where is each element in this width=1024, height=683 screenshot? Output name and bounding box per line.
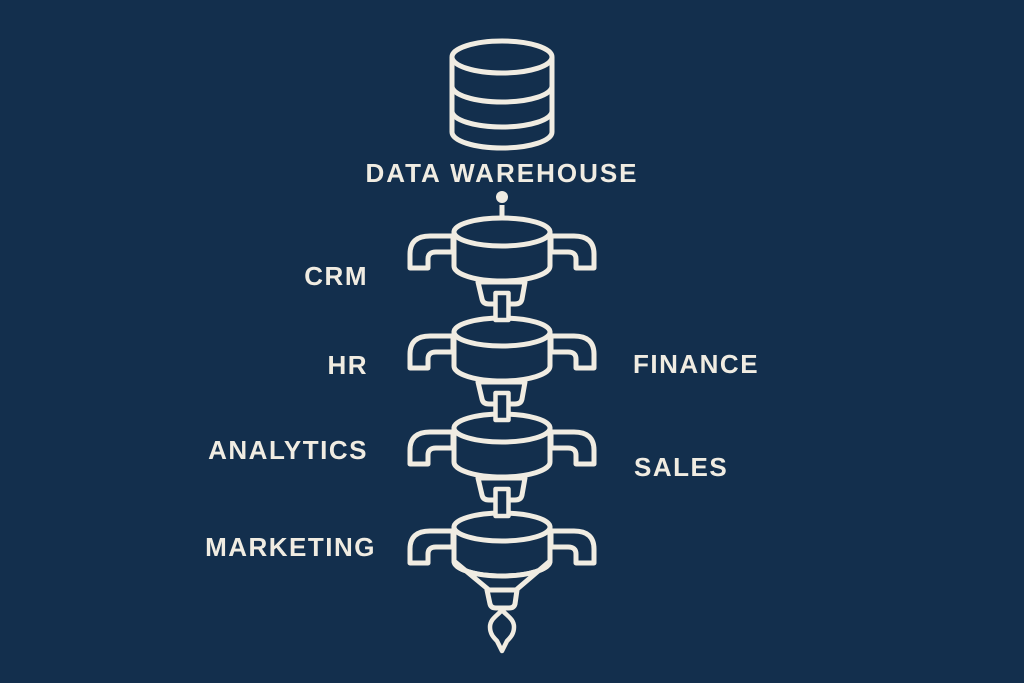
grinder-icon-crm — [410, 218, 594, 281]
outlet-icon-3 — [478, 478, 525, 516]
label-analytics: ANALYTICS — [208, 435, 368, 465]
grinder-icon-marketing — [410, 513, 594, 611]
label-marketing: MARKETING — [205, 532, 376, 562]
warehouse-label: DATA WAREHOUSE — [365, 158, 639, 188]
outlet-icon-1 — [478, 282, 525, 320]
label-hr: HR — [327, 350, 368, 380]
label-sales: SALES — [634, 452, 729, 482]
database-icon — [449, 38, 555, 151]
grinder-icon-hr-finance — [410, 318, 594, 381]
drop-icon — [487, 607, 517, 654]
label-finance: FINANCE — [633, 349, 760, 379]
label-crm: CRM — [304, 261, 368, 291]
grinder-cone-icon — [451, 558, 553, 593]
grinder-icon-analytics-sales — [410, 414, 594, 477]
grinder-cup-icon — [484, 587, 520, 611]
drip-connector-icon — [496, 191, 508, 219]
